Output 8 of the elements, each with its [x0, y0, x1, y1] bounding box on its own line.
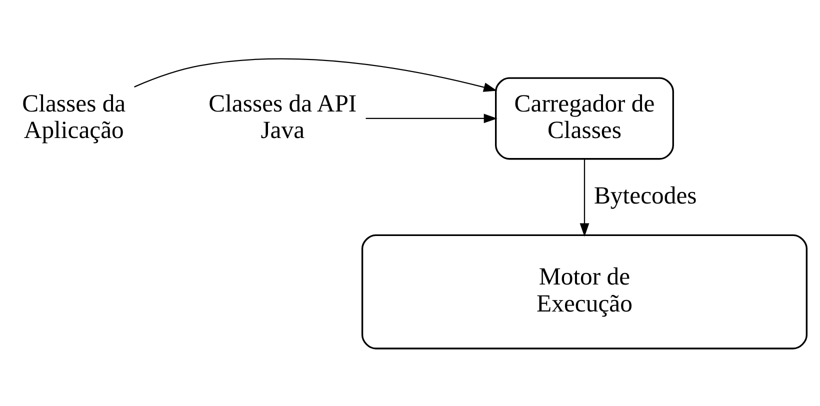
node-text: Classes da API Java [208, 90, 357, 144]
node-box: Carregador de Classes [495, 76, 674, 160]
node-box: Motor de Execução [361, 234, 808, 349]
arrow [366, 113, 498, 123]
arrow [134, 58, 498, 92]
arrow [580, 158, 590, 236]
edge-label: Bytecodes [594, 182, 697, 209]
node-text: Classes da Aplicação [22, 90, 126, 144]
